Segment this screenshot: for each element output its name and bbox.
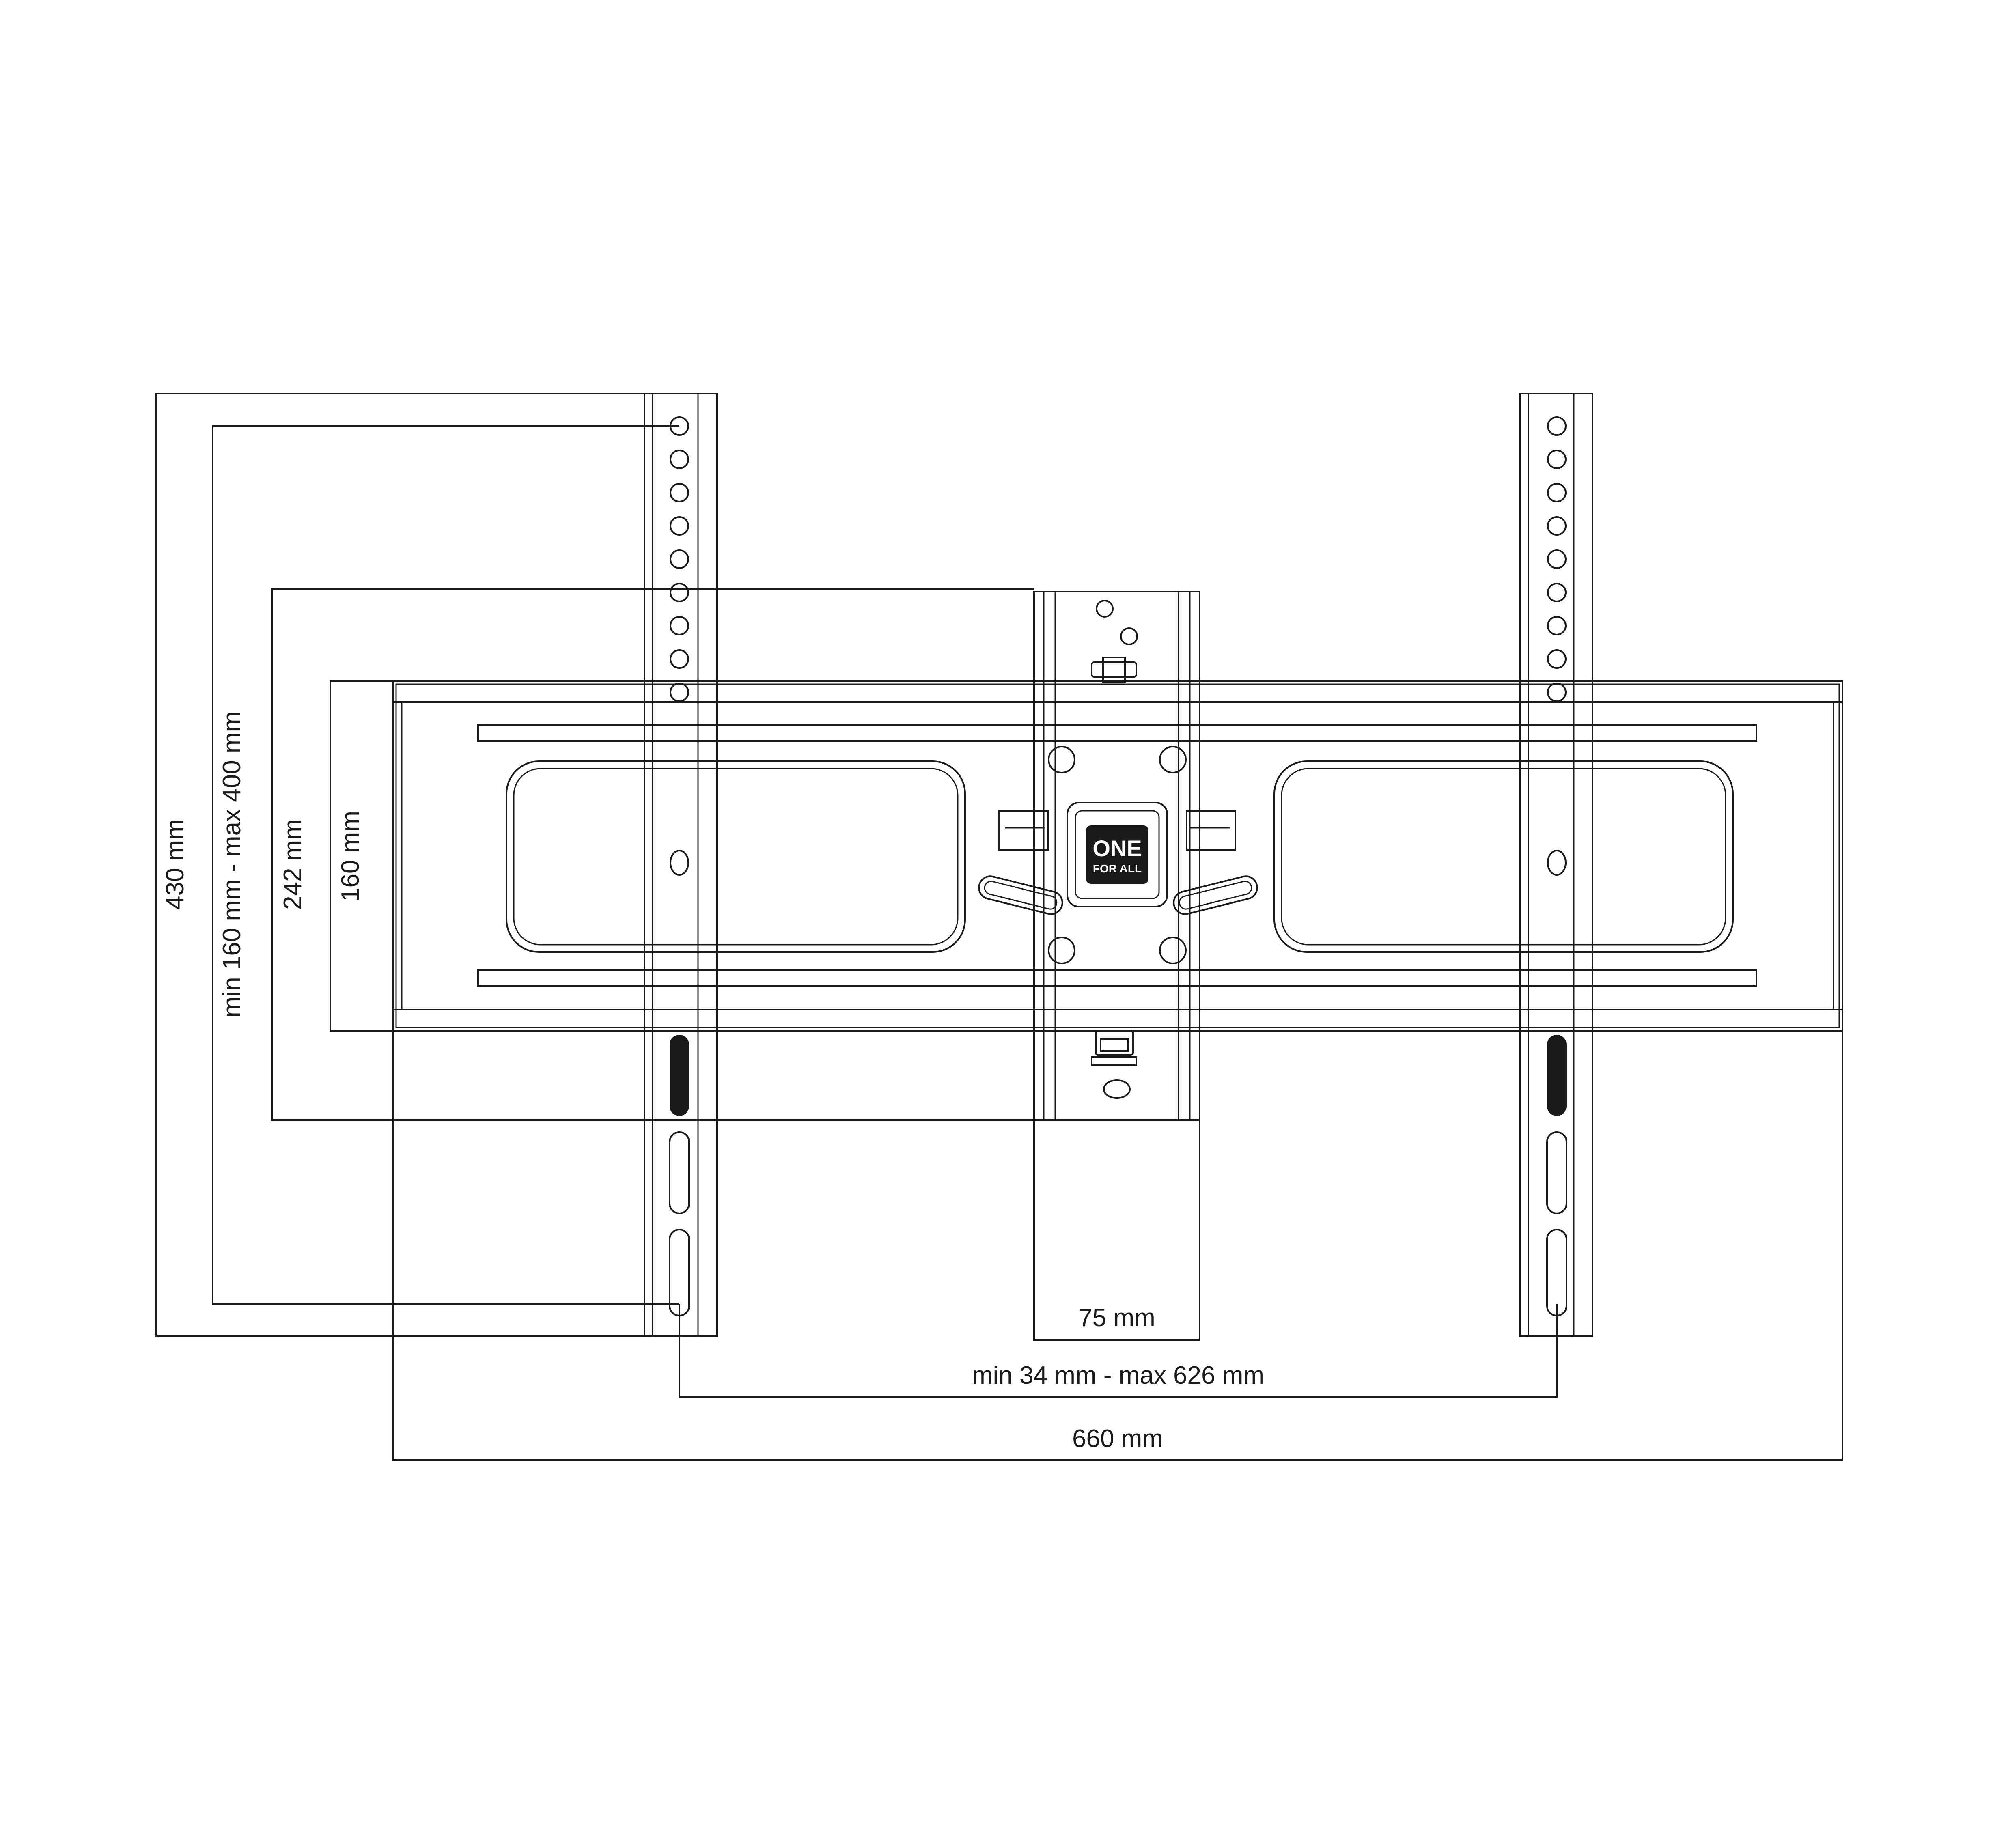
dim-label-430: 430 mm: [161, 819, 189, 910]
mounting-hole: [1547, 450, 1567, 469]
mounting-hole: [670, 549, 689, 569]
right-vertical-strap: [1519, 393, 1593, 1337]
dimension-lines: [155, 393, 1843, 1461]
dim-label-vesa-width: min 34 mm - max 626 mm: [972, 1361, 1264, 1389]
mounting-hole: [670, 450, 689, 469]
mounting-hole: [1547, 583, 1567, 602]
mounting-hole: [1547, 549, 1567, 569]
dim-label-vesa-height: min 160 mm - max 400 mm: [218, 711, 246, 1018]
mounting-hole: [1547, 683, 1567, 702]
mounting-hole: [670, 583, 689, 602]
wall-plate: [1033, 591, 1200, 1121]
mounting-hole: [670, 649, 689, 669]
mounting-hole: [1547, 416, 1567, 436]
mounting-hole: [670, 683, 689, 702]
logo-brand-text: ONE: [1092, 836, 1142, 861]
mounting-hole: [1547, 616, 1567, 635]
mounting-hole: [670, 516, 689, 536]
mounting-hole: [1547, 483, 1567, 502]
logo-sub-text: FOR ALL: [1093, 862, 1142, 875]
mounting-hole: [670, 616, 689, 635]
logo-hub: ONE FOR ALL: [1067, 802, 1168, 907]
dim-label-75: 75 mm: [1078, 1304, 1155, 1332]
left-vertical-strap: [644, 393, 718, 1337]
dim-label-242: 242 mm: [279, 819, 307, 910]
dim-label-160: 160 mm: [336, 811, 364, 902]
mounting-hole: [1547, 516, 1567, 536]
dim-label-660: 660 mm: [1072, 1425, 1163, 1453]
horizontal-mount-bar: [392, 680, 1843, 1032]
mounting-hole: [1547, 649, 1567, 669]
mounting-hole: [670, 483, 689, 502]
